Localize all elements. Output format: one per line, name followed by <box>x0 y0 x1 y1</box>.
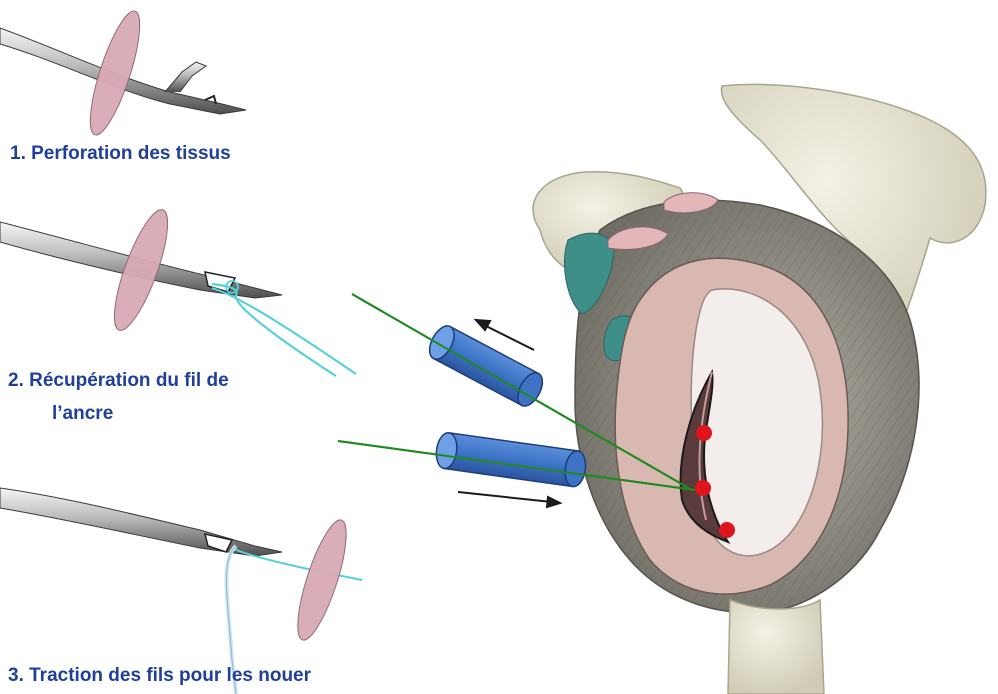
step-3-label: 3. Traction des fils pour les nouer <box>8 666 311 685</box>
humerus <box>728 600 824 694</box>
anchor-dot-icon <box>695 480 711 496</box>
arrow-right-icon <box>458 492 560 507</box>
step-1-label: 1. Perforation des tissus <box>10 144 231 163</box>
needle-2 <box>0 204 356 376</box>
needle-1 <box>0 7 246 140</box>
tissue-disc <box>288 515 355 644</box>
anchor-dot-icon <box>696 425 712 441</box>
shoulder-illustration <box>533 84 986 694</box>
needle-3 <box>0 488 362 694</box>
step-2-label-line1: 2. Récupération du fil de <box>8 371 229 390</box>
cylinder-icon <box>434 431 588 488</box>
anchor-dot-icon <box>719 522 735 538</box>
step-2-label-line2: l’ancre <box>52 404 113 423</box>
needle-icon <box>0 488 282 556</box>
